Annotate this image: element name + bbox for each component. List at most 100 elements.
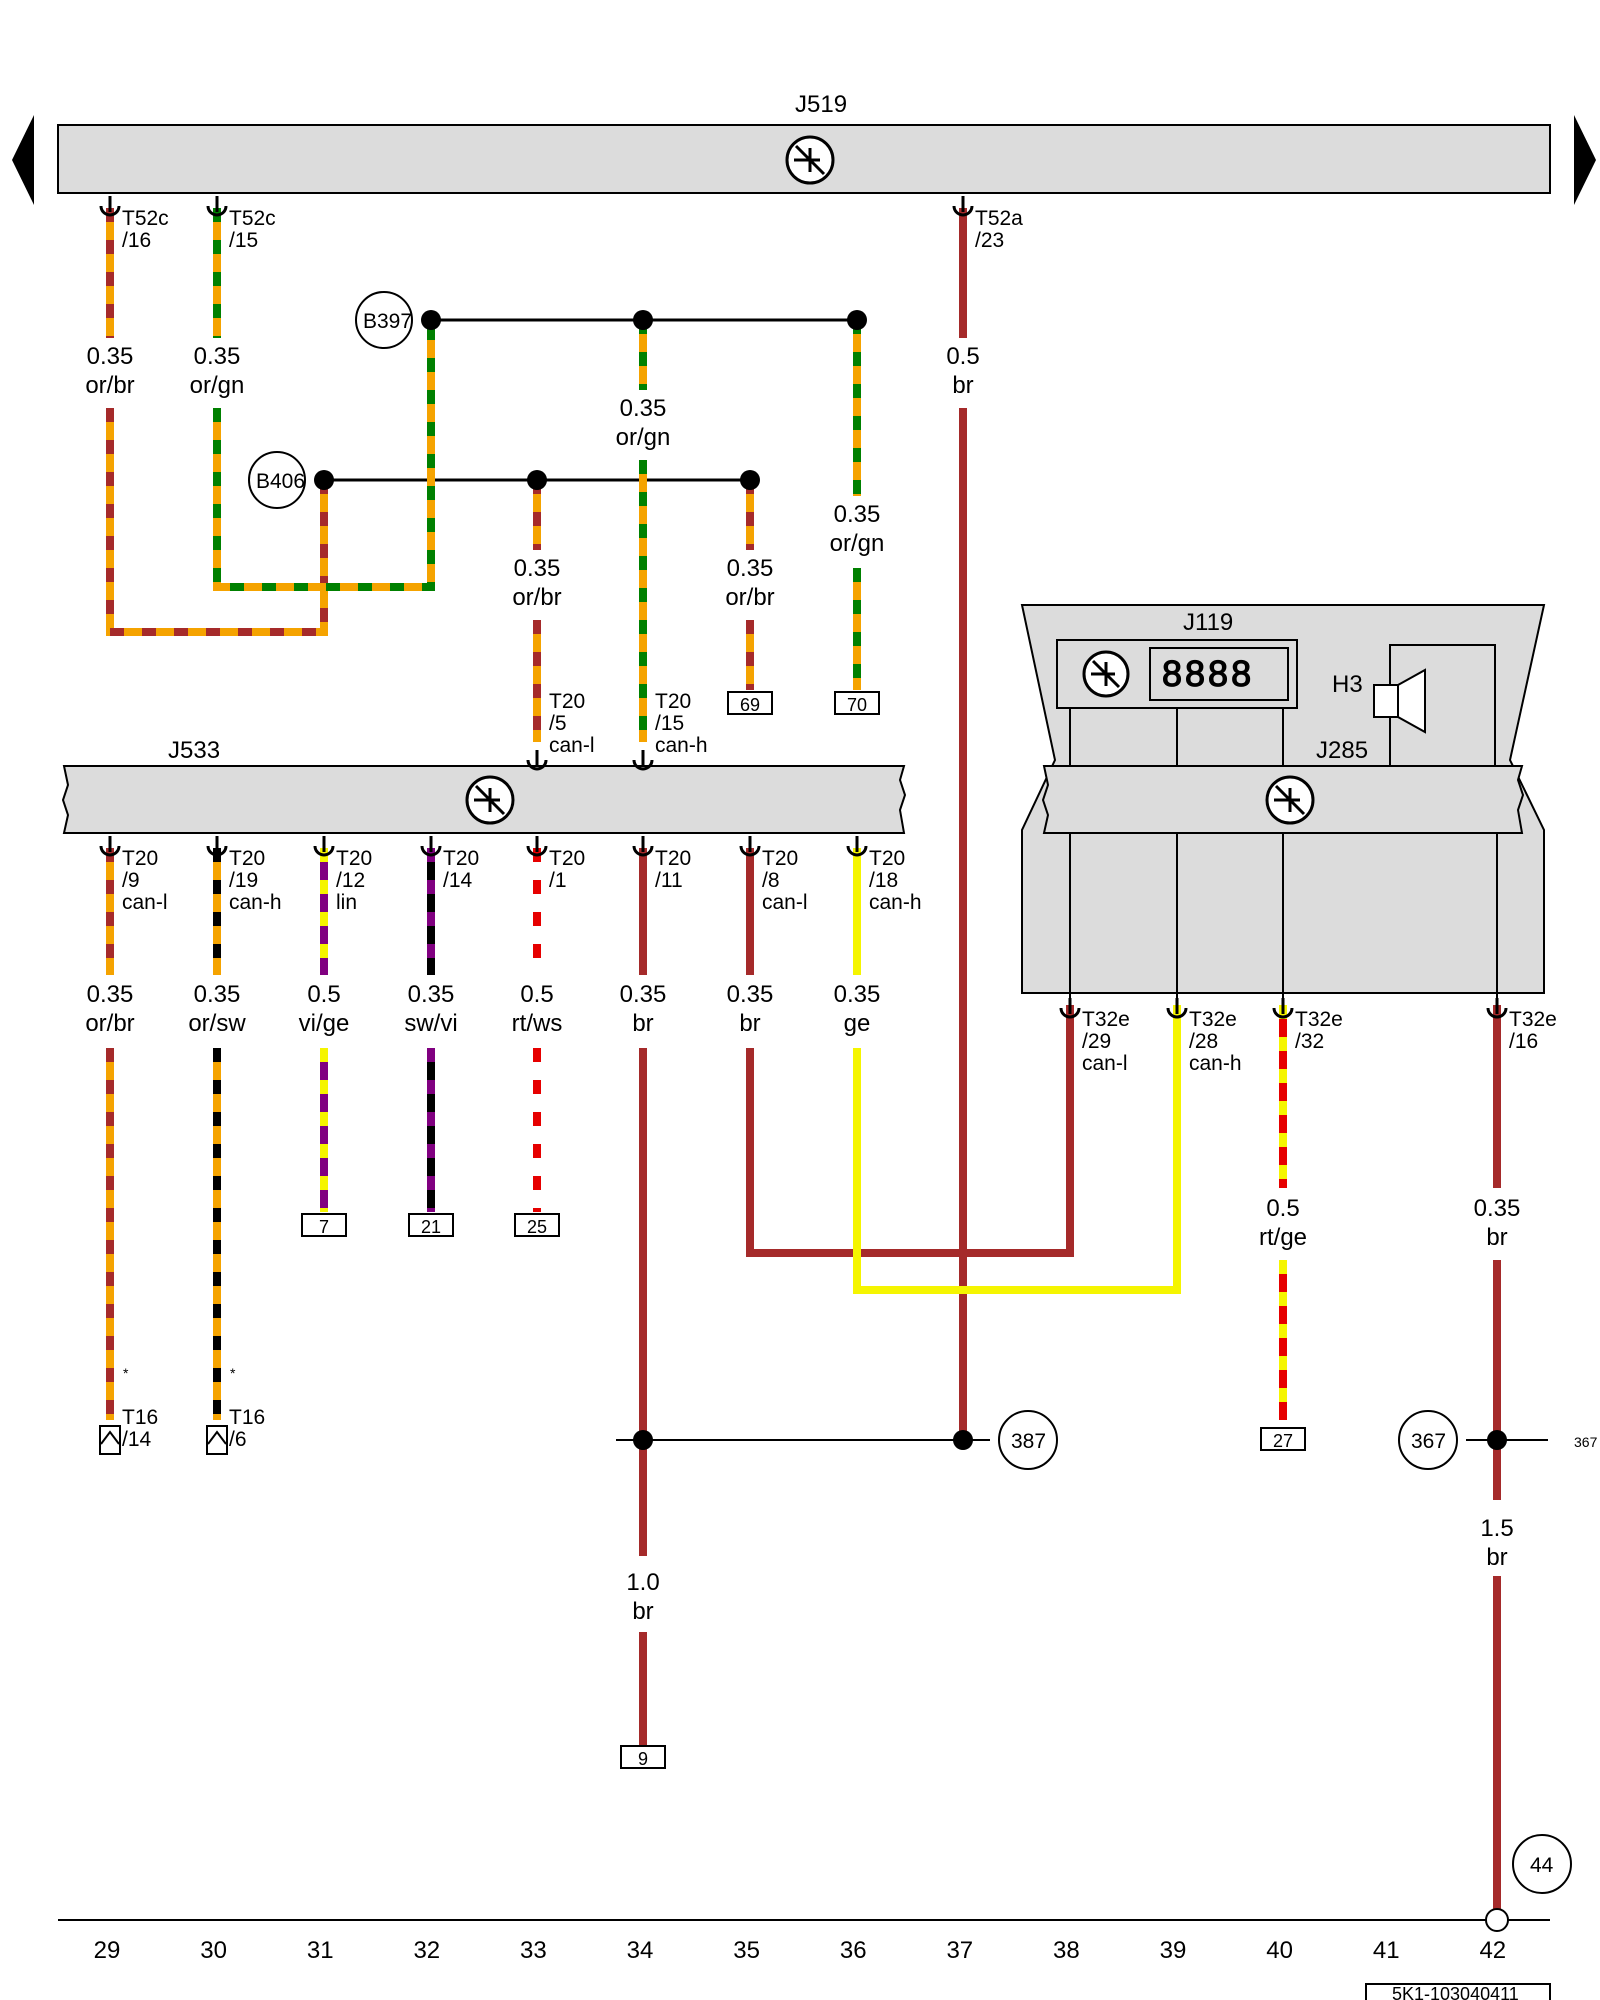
pin-label-t32e29-2: can-l <box>1082 1052 1128 1075</box>
column-number-38: 38 <box>1053 1937 1080 1964</box>
svg-text:br: br <box>952 372 973 399</box>
page-left-arrow[interactable] <box>12 115 34 205</box>
svg-text:0.35: 0.35 <box>620 395 667 422</box>
column-number-32: 32 <box>413 1937 440 1964</box>
pin-label-t20_9-2: can-l <box>122 891 168 914</box>
wire-c36-run <box>853 1005 1181 1294</box>
pin-label-t20_9-1: /9 <box>122 869 140 892</box>
column-number-41: 41 <box>1373 1937 1400 1964</box>
pin-label-t20_1-1: /1 <box>549 869 567 892</box>
b397-splice: B397 <box>355 291 413 349</box>
svg-text:0.35: 0.35 <box>834 981 881 1008</box>
column-number-33: 33 <box>520 1937 547 1964</box>
pin-label-t16_6-1: /6 <box>229 1428 247 1451</box>
pin-label-t20_12-0: T20 <box>336 847 372 870</box>
ref-box-r69[interactable]: 69 <box>727 691 773 715</box>
cluster-internal-lines <box>1069 708 1498 1005</box>
svg-text:7: 7 <box>319 1217 329 1237</box>
doc-code: 5K1-103040411 <box>1365 1983 1551 2000</box>
refs-layer: 69 70 7 21 25 27 9 <box>301 691 1306 1769</box>
edge-ref-367: 367 <box>1574 1434 1598 1450</box>
column-number-30: 30 <box>200 1937 227 1964</box>
svg-text:0.35: 0.35 <box>194 343 241 370</box>
svg-text:or/sw: or/sw <box>188 1010 246 1037</box>
pin-label-t20_15-1: /15 <box>655 712 684 735</box>
svg-text:0.35: 0.35 <box>620 981 667 1008</box>
svg-text:or/br: or/br <box>512 584 561 611</box>
svg-text:21: 21 <box>421 1217 441 1237</box>
svg-text:br: br <box>1486 1544 1507 1571</box>
column-number-36: 36 <box>840 1937 867 1964</box>
wire-c35-run <box>746 1005 1074 1257</box>
ref-box-r27[interactable]: 27 <box>1260 1427 1306 1451</box>
pin-label-t52c16-1: /16 <box>122 229 151 252</box>
svg-text:or/gn: or/gn <box>830 530 885 557</box>
svg-text:br: br <box>1486 1224 1507 1251</box>
pin-label-t20_8-1: /8 <box>762 869 780 892</box>
segment-display-digits: 8888 <box>1162 653 1254 694</box>
j119-label: J119 <box>1183 609 1233 636</box>
svg-text:or/br: or/br <box>725 584 774 611</box>
svg-text:ge: ge <box>844 1010 871 1037</box>
wire-label-w_c31: 0.5vi/ge <box>299 981 350 1037</box>
column-number-39: 39 <box>1160 1937 1187 1964</box>
svg-text:0.5: 0.5 <box>307 981 340 1008</box>
wire-t52c15-run <box>213 320 435 591</box>
svg-text:or/gn: or/gn <box>190 372 245 399</box>
svg-text:B406: B406 <box>256 470 305 493</box>
svg-text:B397: B397 <box>363 310 412 333</box>
ref-box-r25[interactable]: 25 <box>514 1213 560 1237</box>
pin-label-t20_12-1: /12 <box>336 869 365 892</box>
svg-text:or/gn: or/gn <box>616 424 671 451</box>
svg-text:0.35: 0.35 <box>514 555 561 582</box>
pin-label-t16_14-0: T16 <box>122 1406 158 1429</box>
ref-circle-367[interactable]: 367 <box>1398 1410 1458 1470</box>
pin-label-t20_18-1: /18 <box>869 869 898 892</box>
pin-label-t20_1-0: T20 <box>549 847 585 870</box>
svg-text:27: 27 <box>1273 1431 1293 1451</box>
column-number-37: 37 <box>946 1937 973 1964</box>
ref-box-r21[interactable]: 21 <box>408 1213 454 1237</box>
j519-label: J519 <box>795 91 847 118</box>
pin-t52a23: T52a/23 <box>952 196 1023 252</box>
pin-label-t52c15-1: /15 <box>229 229 258 252</box>
wire-label-w_c40: 0.5rt/ge <box>1259 1195 1307 1251</box>
ref-box-r9[interactable]: 9 <box>620 1745 666 1769</box>
ref-circle-387[interactable]: 387 <box>998 1410 1058 1470</box>
ref-circle-44[interactable]: 44 <box>1512 1834 1572 1894</box>
svg-text:0.35: 0.35 <box>1474 1195 1521 1222</box>
pin-label-t20_15-2: can-h <box>655 734 708 757</box>
svg-text:0.5: 0.5 <box>520 981 553 1008</box>
pin-label-t16_6-0: T16 <box>229 1406 265 1429</box>
wire-label-w_t52a23: 0.5br <box>946 343 979 399</box>
pin-t20_14: T20/14 <box>420 836 479 892</box>
svg-text:0.35: 0.35 <box>87 343 134 370</box>
svg-text:5K1-103040411: 5K1-103040411 <box>1392 1984 1519 2000</box>
ref-box-r7[interactable]: 7 <box>301 1213 347 1237</box>
ref-box-r70[interactable]: 70 <box>834 691 880 715</box>
pin-label-t32e29-1: /29 <box>1082 1030 1111 1053</box>
wire-label-w_c33: 0.5rt/ws <box>512 981 563 1037</box>
ground-terminal <box>1485 1908 1509 1932</box>
pin-label-t20_9-0: T20 <box>122 847 158 870</box>
svg-text:br: br <box>632 1598 653 1625</box>
pin-t20_11: T20/11 <box>632 836 691 892</box>
page-right-arrow[interactable] <box>1574 115 1596 205</box>
pin-label-t16_14-1: /14 <box>122 1428 152 1451</box>
svg-text:387: 387 <box>1011 1430 1046 1453</box>
connector-t16_14: T16/14 <box>99 1406 158 1455</box>
pin-label-t20_11-0: T20 <box>655 847 691 870</box>
pin-label-t20_19-1: /19 <box>229 869 258 892</box>
pin-label-t20_14-0: T20 <box>443 847 479 870</box>
wire-t52c16-run <box>106 408 328 636</box>
pin-label-t52c16-0: T52c <box>122 207 169 230</box>
svg-text:44: 44 <box>1530 1854 1554 1877</box>
